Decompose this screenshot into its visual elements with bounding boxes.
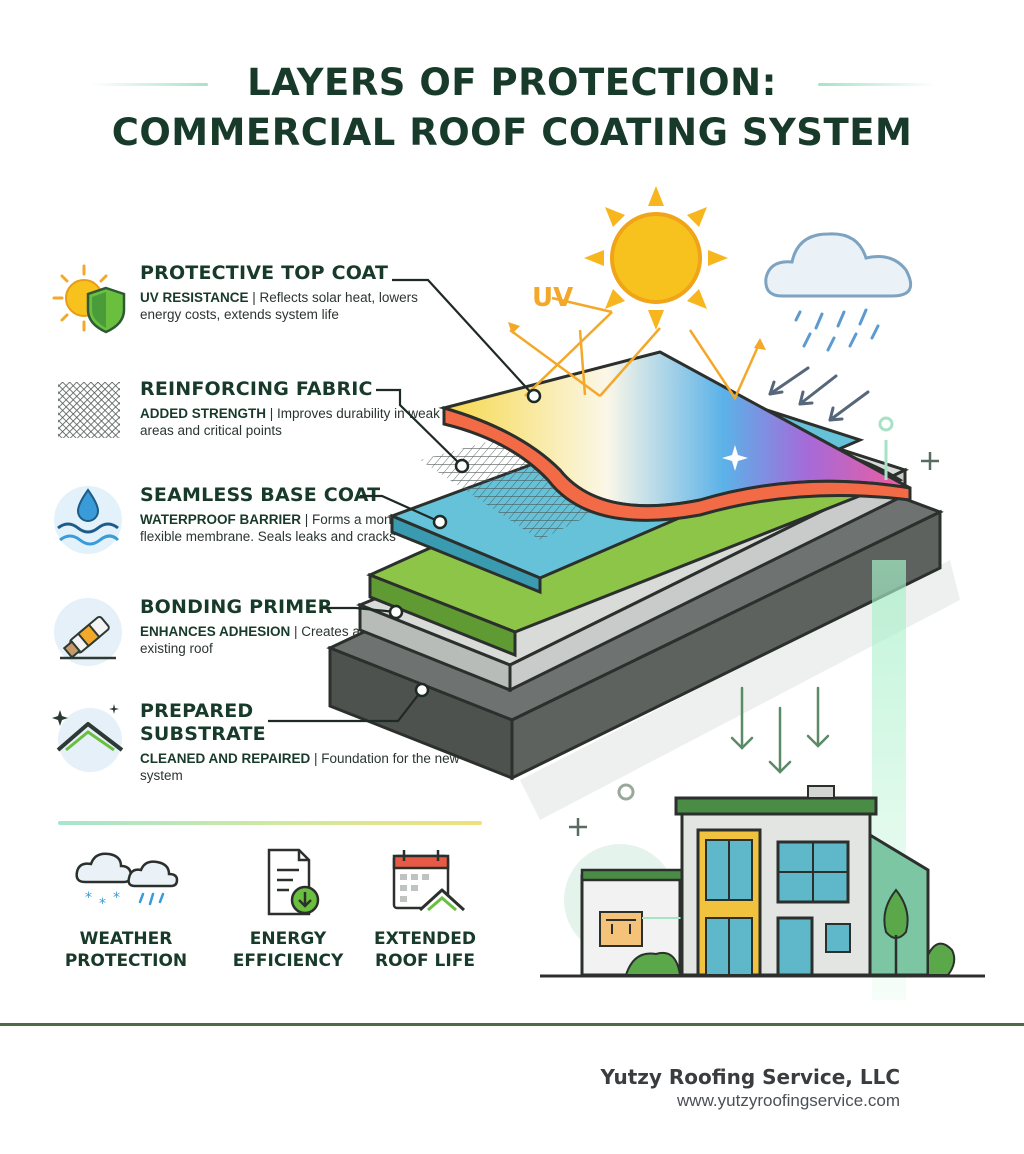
layer-description: Foundation for the new system (140, 751, 460, 783)
benefit-line-1: EXTENDED (374, 929, 476, 949)
layer-description: Reflects solar heat, lowers energy costs… (140, 290, 418, 322)
svg-text:*: * (113, 890, 120, 906)
top-coat-layer (438, 350, 912, 522)
title-line-1: LAYERS OF PROTECTION: (247, 61, 777, 104)
layer-subtitle: UV RESISTANCE (140, 290, 249, 305)
layer-title: SEAMLESS BASE COAT (140, 484, 381, 506)
benefit-line-2: EFFICIENCY (232, 951, 344, 971)
company-name: Yutzy Roofing Service, LLC (600, 1065, 900, 1089)
layer-subtitle: CLEANED AND REPAIRED (140, 751, 311, 766)
uv-rays (509, 296, 762, 401)
svg-text:*: * (99, 896, 106, 912)
calendar-house-icon (392, 850, 466, 912)
footer-divider (0, 1023, 1024, 1026)
water-drop-icon (54, 486, 122, 554)
sun-shield-icon (52, 264, 126, 334)
benefit-line-2: ROOF LIFE (375, 951, 475, 971)
benefit-line-1: WEATHER (79, 929, 173, 949)
brush-icon (54, 598, 122, 666)
layer-description: Improves durability in weak areas and cr… (140, 406, 440, 438)
title-line-2: COMMERCIAL ROOF COATING SYSTEM (111, 111, 913, 154)
layer-title: PROTECTIVE TOP COAT (140, 262, 389, 284)
building-icon (540, 785, 985, 978)
layer-subtitle: WATERPROOF BARRIER (140, 512, 301, 527)
layer-title: REINFORCING FABRIC (140, 378, 373, 400)
layer-title: BONDING PRIMER (140, 596, 333, 618)
energy-document-icon (267, 848, 320, 916)
layer-subtitle: ENHANCES ADHESION (140, 624, 291, 639)
title-decoration-right (818, 83, 936, 86)
benefit-line-2: PROTECTION (64, 951, 188, 971)
layer-title: PREPARED SUBSTRATE (140, 700, 266, 745)
page-title: LAYERS OF PROTECTION: COMMERCIAL ROOF CO… (0, 58, 1024, 158)
company-url[interactable]: www.yutzyroofingservice.com (677, 1091, 900, 1110)
benefit-line-1: ENERGY (249, 929, 327, 949)
layer-subtitle: ADDED STRENGTH (140, 406, 267, 421)
mesh-icon (58, 382, 120, 438)
uv-label: UV (532, 283, 573, 313)
benefits-separator (58, 821, 482, 825)
rain-cloud-icon (764, 232, 913, 352)
weather-clouds-icon: * * * (75, 852, 179, 912)
sun-icon (584, 186, 728, 330)
roof-icon (52, 704, 124, 772)
svg-text:*: * (85, 890, 92, 906)
title-decoration-left (90, 83, 208, 86)
company-info: Yutzy Roofing Service, LLC www.yutzyroof… (560, 1065, 900, 1111)
